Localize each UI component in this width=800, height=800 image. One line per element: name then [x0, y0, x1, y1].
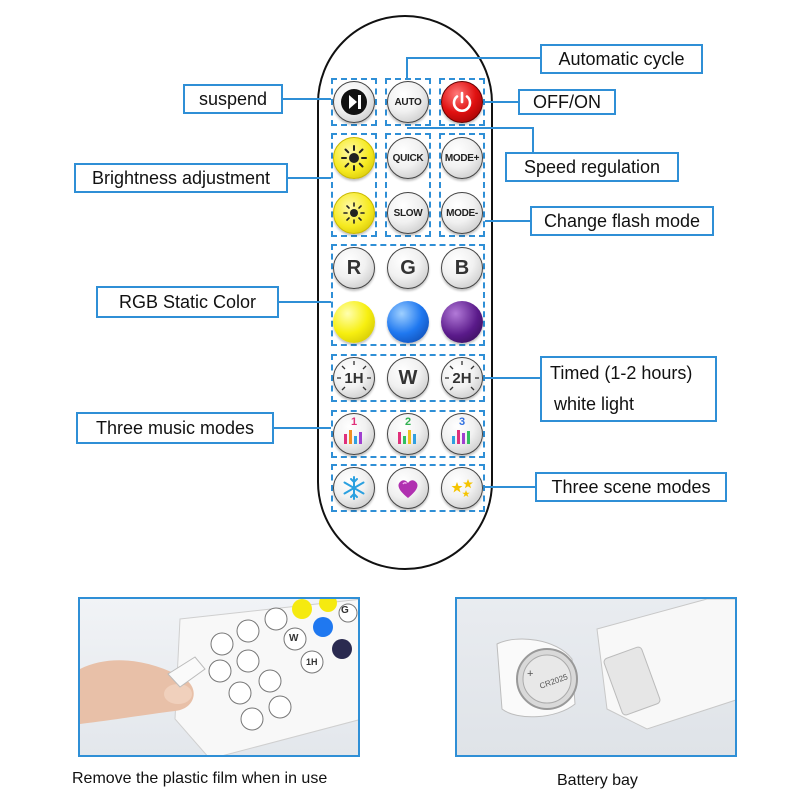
music-3-number: 3	[458, 416, 466, 428]
music-equalizer-icon	[344, 430, 362, 444]
purple-color-button[interactable]	[441, 301, 483, 343]
connector-line	[485, 377, 540, 379]
sun-bright-icon	[341, 145, 367, 171]
blue-color-button[interactable]	[387, 301, 429, 343]
timer-dial-icon	[445, 361, 479, 391]
connector-line	[407, 127, 534, 129]
snowflake-icon	[343, 476, 365, 500]
label-speed-regulation: Speed regulation	[505, 152, 679, 182]
green-label: G	[400, 256, 416, 279]
remote-hand-illustration	[80, 599, 358, 755]
connector-line	[532, 127, 534, 152]
label-three-music-modes: Three music modes	[76, 412, 274, 444]
group-music	[331, 410, 485, 458]
slow-label: SLOW	[393, 207, 423, 219]
green-button[interactable]: G	[387, 247, 429, 289]
suspend-button[interactable]	[333, 81, 375, 123]
mode-minus-button[interactable]: MODE-	[441, 192, 483, 234]
quick-label: QUICK	[392, 152, 424, 164]
svg-text:+: +	[527, 668, 533, 680]
label-timed-white: Timed (1-2 hours) white light	[540, 356, 717, 422]
caption-battery-bay: Battery bay	[557, 772, 638, 789]
slow-button[interactable]: SLOW	[387, 192, 429, 234]
connector-line	[279, 301, 331, 303]
brightness-down-button[interactable]	[333, 192, 375, 234]
connector-line	[283, 98, 331, 100]
label-change-flash-mode: Change flash mode	[530, 206, 714, 236]
stars-icon	[451, 479, 473, 497]
music-mode-3-button[interactable]: 3	[441, 413, 483, 455]
group-rgb	[331, 244, 485, 346]
photo-battery-bay: + CR2025	[455, 597, 737, 757]
group-suspend	[331, 78, 377, 126]
photo-button-w: W	[289, 633, 299, 644]
connector-line	[406, 57, 540, 59]
scene-snow-button[interactable]	[333, 467, 375, 509]
photo-button-1h: 1H	[306, 657, 318, 667]
timer-2h-label: 2H	[452, 369, 472, 387]
music-equalizer-icon	[398, 430, 416, 444]
auto-button[interactable]: AUTO	[387, 81, 429, 123]
photo-button-g: G	[341, 605, 349, 616]
timer-2h-button[interactable]: 2H	[441, 357, 483, 399]
label-rgb-static-color: RGB Static Color	[96, 286, 279, 318]
red-button[interactable]: R	[333, 247, 375, 289]
music-equalizer-icon	[452, 430, 470, 444]
label-automatic-cycle: Automatic cycle	[540, 44, 703, 74]
scene-stars-button[interactable]	[441, 467, 483, 509]
sun-dim-icon	[343, 202, 365, 224]
label-three-scene-modes: Three scene modes	[535, 472, 727, 502]
connector-line	[485, 101, 518, 103]
connector-line	[485, 486, 535, 488]
group-brightness	[331, 133, 377, 237]
brightness-up-button[interactable]	[333, 137, 375, 179]
timer-1h-button[interactable]: 1H	[333, 357, 375, 399]
connector-line	[406, 57, 408, 79]
mode-plus-label: MODE+	[444, 152, 480, 164]
timer-1h-label: 1H	[344, 369, 364, 387]
white-label: W	[398, 366, 418, 389]
music-mode-2-button[interactable]: 2	[387, 413, 429, 455]
auto-label: AUTO	[394, 96, 422, 108]
group-auto	[385, 78, 431, 126]
label-timed: Timed (1-2 hours)	[550, 363, 693, 383]
music-2-number: 2	[404, 416, 412, 428]
heart-icon	[398, 480, 418, 498]
mode-minus-label: MODE-	[446, 207, 478, 219]
label-white-light: white light	[554, 394, 635, 414]
quick-button[interactable]: QUICK	[387, 137, 429, 179]
photo-remove-film: G W 1H	[78, 597, 360, 757]
play-pause-icon	[341, 89, 367, 115]
music-mode-1-button[interactable]: 1	[333, 413, 375, 455]
label-off-on: OFF/ON	[518, 89, 616, 115]
label-suspend: suspend	[183, 84, 283, 114]
connector-line	[485, 220, 530, 222]
battery-tray-illustration: +	[496, 599, 735, 730]
power-icon	[452, 91, 472, 112]
power-button[interactable]	[441, 81, 483, 123]
mode-plus-button[interactable]: MODE+	[441, 137, 483, 179]
red-label: R	[346, 256, 362, 279]
group-timer-white	[331, 354, 485, 402]
blue-button[interactable]: B	[441, 247, 483, 289]
label-brightness-adjustment: Brightness adjustment	[74, 163, 288, 193]
blue-label: B	[454, 256, 470, 279]
group-scene	[331, 464, 485, 512]
group-flash-mode	[439, 133, 485, 237]
white-light-button[interactable]: W	[387, 357, 429, 399]
scene-heart-button[interactable]	[387, 467, 429, 509]
yellow-color-button[interactable]	[333, 301, 375, 343]
group-power	[439, 78, 485, 126]
timer-dial-icon	[337, 361, 371, 391]
connector-line	[288, 177, 331, 179]
music-1-number: 1	[350, 416, 358, 428]
connector-line	[274, 427, 331, 429]
group-speed	[385, 133, 431, 237]
caption-remove-film: Remove the plastic film when in use	[72, 770, 328, 787]
